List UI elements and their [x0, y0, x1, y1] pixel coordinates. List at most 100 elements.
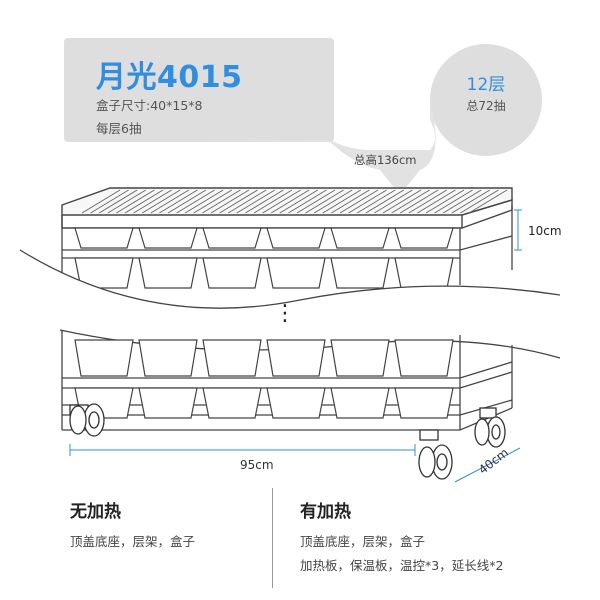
lid-slat — [391, 189, 430, 214]
lid-slat — [202, 189, 241, 214]
lid-slat — [159, 189, 198, 214]
drawer-box — [266, 257, 326, 289]
ellipsis-indicator: ⋮ — [274, 301, 296, 326]
lid-slat — [313, 189, 353, 214]
lid-slat — [322, 189, 362, 214]
drawer-box — [394, 339, 454, 377]
tier-height-label: 10cm — [528, 224, 562, 238]
lid-slat — [107, 189, 147, 214]
lid-slat — [451, 189, 491, 214]
lid-slat — [331, 189, 370, 214]
lid-slat — [434, 189, 473, 214]
option-heating-contents-1: 顶盖底座，层架，盒子 — [300, 534, 426, 549]
lid-slat — [133, 189, 172, 214]
total-height-label: 总高136cm — [354, 153, 417, 167]
lid-slat — [348, 189, 387, 214]
lid-slat — [399, 189, 439, 214]
drawer-box — [394, 257, 454, 289]
top-tier-drawers — [74, 227, 454, 249]
drawer-box — [202, 227, 262, 249]
depth-dimension-line — [454, 447, 521, 483]
drawer-box — [330, 227, 390, 249]
drawer-box — [266, 339, 326, 377]
drawer-box — [138, 339, 198, 377]
callout-pointer — [200, 100, 436, 195]
drawers-per-layer-spec: 每层6抽 — [96, 121, 142, 136]
lid-slat — [193, 189, 233, 214]
lid-slat — [460, 189, 499, 214]
lid-slat — [150, 189, 190, 214]
lid-slat — [365, 189, 405, 214]
lid-slat — [408, 189, 448, 214]
lid-slat — [167, 189, 207, 214]
lid-slat — [116, 189, 155, 214]
second-tier-drawers — [74, 257, 454, 289]
drawer-box — [266, 227, 326, 249]
drawer-box — [202, 339, 262, 377]
product-title: 月光4015 — [96, 60, 243, 95]
lid-slat — [279, 189, 319, 214]
total-drawer-count: 总72抽 — [466, 99, 506, 113]
lid-slat — [270, 189, 310, 214]
lid-slat — [382, 189, 422, 214]
lid-slat — [227, 189, 267, 214]
width-label: 95cm — [240, 458, 274, 472]
lid-slat — [184, 189, 224, 214]
options-divider — [272, 488, 273, 588]
lid-slat — [176, 189, 215, 214]
drawer-box — [394, 227, 454, 249]
lid-slat — [210, 189, 250, 214]
dimension-lines — [69, 209, 522, 483]
drawer-box — [202, 387, 262, 419]
drawer-box — [74, 339, 134, 377]
lid-slat — [262, 189, 301, 214]
lid-slat — [253, 189, 293, 214]
layer-count: 12层 — [466, 75, 506, 95]
drawer-box — [330, 339, 390, 377]
drawer-box — [266, 387, 326, 419]
lid-slat — [468, 189, 508, 214]
lid-slat — [374, 189, 413, 214]
option-no-heating-contents: 顶盖底座，层架，盒子 — [70, 534, 196, 549]
lid-slat — [90, 189, 129, 214]
lid-slat — [442, 189, 482, 214]
lower-frame — [61, 330, 513, 431]
drawer-box — [74, 227, 134, 249]
lid-slat — [81, 189, 121, 214]
option-heating-contents-2: 加热板，保温板，温控*3，延长线*2 — [300, 558, 504, 573]
lid-slat — [98, 189, 138, 214]
wave-cutaway — [20, 250, 600, 350]
lid-slat — [219, 189, 258, 214]
lid-slat — [305, 189, 344, 214]
drawer-box — [138, 257, 198, 289]
drawer-box — [394, 387, 454, 419]
drawer-box — [330, 387, 390, 419]
lid-slat — [425, 189, 465, 214]
box-size-spec: 盒子尺寸:40*15*8 — [96, 98, 203, 113]
bottom-tier-drawers — [74, 339, 454, 419]
caster-wheel-front-left — [69, 403, 105, 437]
lid-slat — [356, 189, 396, 214]
caster-wheel-back-right — [474, 407, 506, 448]
option-no-heating-heading: 无加热 — [70, 502, 121, 522]
drawer-box — [138, 227, 198, 249]
lid-slat — [141, 189, 181, 214]
drawer-box — [138, 387, 198, 419]
lid-slat — [124, 189, 164, 214]
option-heating-heading: 有加热 — [300, 502, 351, 522]
rack-top-lid — [61, 187, 513, 229]
drawer-box — [202, 257, 262, 289]
caster-wheel-front-right — [418, 429, 453, 480]
drawer-box — [74, 257, 134, 289]
lid-slat — [296, 189, 336, 214]
drawer-box — [330, 257, 390, 289]
title-card — [64, 38, 334, 142]
lid-slat — [417, 189, 456, 214]
lid-slat — [236, 189, 276, 214]
lid-slat — [288, 189, 327, 214]
lid-slat — [339, 189, 379, 214]
lid-slat — [245, 189, 284, 214]
layer-badge — [430, 44, 542, 156]
